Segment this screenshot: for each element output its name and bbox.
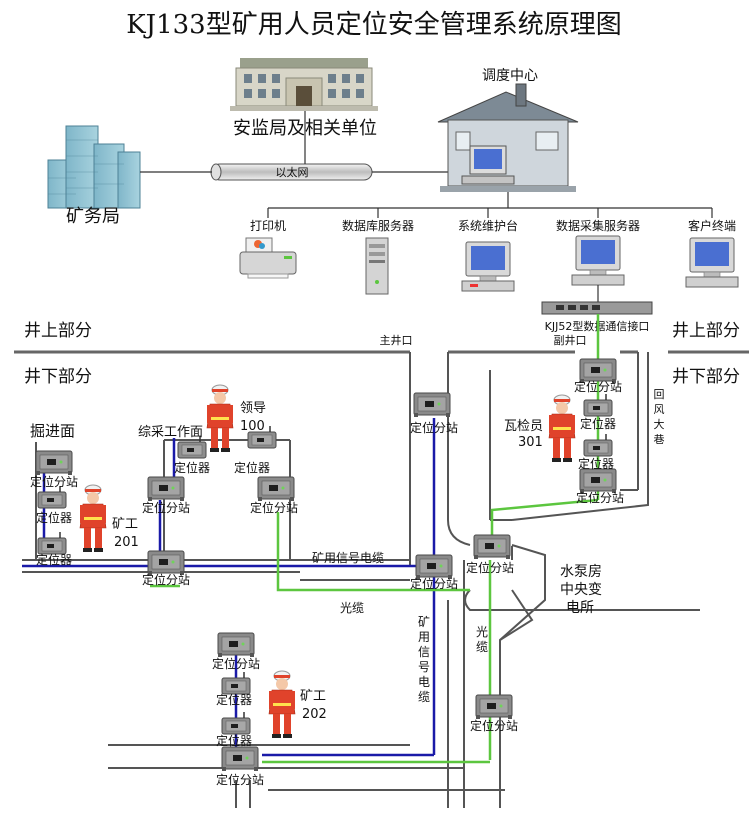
label-substation-10: 定位分站: [470, 718, 518, 733]
fiber-vertical-label: 光缆: [476, 625, 488, 654]
heading-face-label: 掘进面: [30, 422, 75, 440]
substation-heading: [35, 450, 73, 476]
substation-fiber-mid: [475, 694, 513, 720]
inspector-role: 瓦检员: [504, 419, 543, 434]
government-building-icon: [230, 58, 378, 111]
signal-cable-vertical-label: 矿用信号电缆: [418, 615, 430, 704]
fiber-label: 光缆: [340, 601, 364, 615]
label-locator-1: 定位器: [36, 510, 72, 525]
central-sub-label: 中央变: [560, 582, 602, 598]
mining-face-label: 综采工作面: [138, 425, 203, 440]
miner2-role: 矿工: [300, 689, 326, 704]
worker-inspector-icon: [548, 394, 576, 463]
label-substation-3: 定位分站: [576, 490, 624, 505]
client-computer-icon: [685, 237, 739, 288]
zone-below-right: 井下部分: [672, 367, 740, 387]
pump-room-label: 水泵房: [560, 564, 602, 580]
zone-below-left: 井下部分: [24, 367, 92, 387]
label-locator-3: 定位器: [174, 460, 210, 475]
label-substation-6: 定位分站: [250, 500, 298, 515]
inspector-id: 301: [518, 435, 543, 450]
label-substation-7: 定位分站: [142, 572, 190, 587]
interface-box-icon: [541, 301, 653, 315]
label-locator-6: 定位器: [578, 456, 614, 471]
label-substation-11: 定位分站: [212, 656, 260, 671]
power-station-label: 电所: [566, 600, 594, 616]
worker-miner-202-icon: [268, 670, 296, 739]
substation-main-road: [147, 550, 185, 576]
miner1-id: 201: [114, 535, 139, 550]
miner2-id: 202: [302, 707, 327, 722]
aux-shaft-label: 副井口: [554, 333, 587, 347]
label-locator-8: 定位器: [216, 733, 252, 748]
substation-pump: [473, 534, 511, 560]
client-label: 客户终端: [688, 218, 736, 233]
ethernet-label: 以太网: [276, 166, 309, 179]
label-locator-7: 定位器: [216, 692, 252, 707]
dispatch-label: 调度中心: [482, 68, 538, 84]
zone-above-left: 井上部分: [24, 321, 92, 341]
label-substation-12: 定位分站: [216, 772, 264, 787]
substation-mining-right: [257, 476, 295, 502]
db-server-label: 数据库服务器: [342, 218, 414, 233]
substation-labels: 定位分站 定位分站 定位分站 定位分站 定位分站 定位分站 定位分站 定位分站 …: [30, 379, 624, 787]
zone-above-right: 井上部分: [672, 321, 740, 341]
printer-label: 打印机: [250, 219, 286, 233]
substation-mining-left: [147, 476, 185, 502]
label-locator-4: 定位器: [234, 460, 270, 475]
signal-cable: [22, 418, 436, 760]
return-airway-label: 回风大巷: [654, 388, 665, 446]
label-substation-5: 定位分站: [142, 500, 190, 515]
collector-computer-icon: [571, 235, 625, 286]
substation-lower-bottom: [221, 746, 259, 772]
label-substation-8: 定位分站: [410, 576, 458, 591]
substation-junction: [415, 554, 453, 580]
database-server-icon: [365, 237, 389, 295]
label-substation-2: 定位分站: [574, 379, 622, 394]
bureau-label: 矿务局: [66, 206, 120, 227]
main-shaft-label: 主井口: [380, 333, 413, 347]
maintenance-computer-icon: [461, 241, 515, 292]
printer-icon: [239, 237, 297, 279]
substation-main-shaft: [413, 392, 451, 418]
worker-leader-icon: [206, 384, 234, 453]
leader-role: 领导: [240, 401, 266, 416]
label-locator-2: 定位器: [36, 552, 72, 567]
substation-aux-bottom: [579, 468, 617, 494]
miner1-role: 矿工: [112, 517, 138, 532]
label-substation-1: 定位分站: [410, 420, 458, 435]
locator-labels: 定位器 定位器 定位器 定位器 定位器 定位器 定位器 定位器: [36, 416, 616, 748]
signal-cable-label: 矿用信号电缆: [312, 551, 384, 565]
maintenance-label: 系统维护台: [458, 218, 518, 233]
leader-id: 100: [240, 419, 265, 434]
label-locator-5: 定位器: [580, 416, 616, 431]
dispatch-center-house-icon: [437, 83, 579, 192]
substation-lower-top: [217, 632, 255, 658]
collector-label: 数据采集服务器: [556, 218, 640, 233]
page-title: KJ133型矿用人员定位安全管理系统原理图: [126, 10, 621, 40]
bureau-buildings-icon: [47, 125, 141, 209]
label-substation-4: 定位分站: [30, 474, 78, 489]
worker-miner-201-icon: [79, 484, 107, 553]
label-substation-9: 定位分站: [466, 560, 514, 575]
